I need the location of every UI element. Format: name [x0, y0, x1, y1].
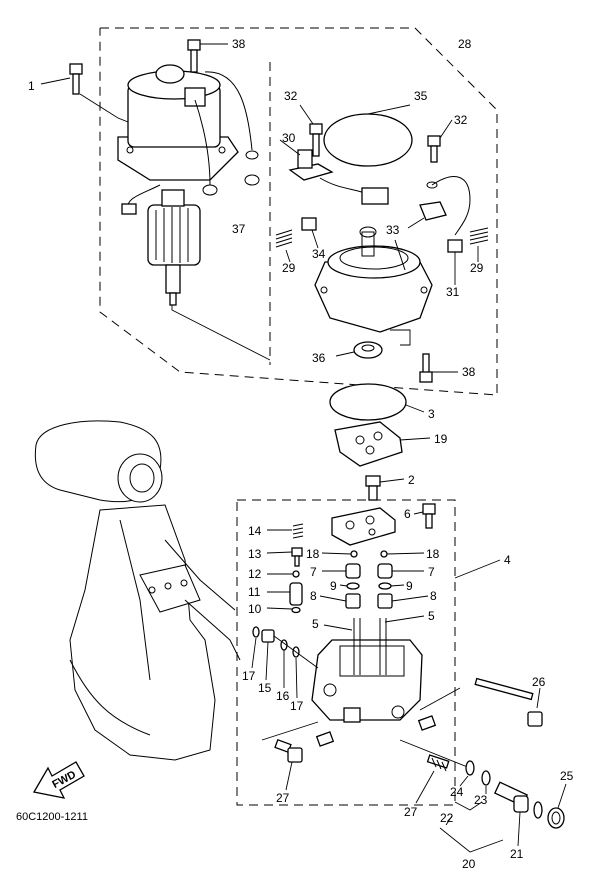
callout-22: 22	[440, 811, 454, 825]
callout-28: 28	[458, 37, 472, 51]
bolt-part-38-bottom	[419, 353, 433, 383]
callout-36: 36	[312, 351, 326, 365]
shuttle-piston-part-8-left	[345, 593, 361, 609]
brush-part-33	[419, 201, 447, 221]
gear-plate-part-19	[334, 421, 403, 467]
o-ring-part-18-right	[380, 550, 388, 558]
callout-30: 30	[282, 131, 296, 145]
callout-5-left: 5	[312, 617, 319, 631]
callout-4: 4	[504, 553, 511, 567]
o-ring-part-35	[323, 113, 413, 167]
callout-38-top: 38	[232, 37, 246, 51]
bolt-part-1	[69, 63, 83, 95]
o-ring-part-24	[465, 760, 475, 776]
callout-16: 16	[276, 689, 290, 703]
brush-part-34	[301, 217, 317, 231]
callout-31: 31	[446, 285, 460, 299]
callout-34: 34	[312, 247, 326, 261]
callout-5-right: 5	[428, 609, 435, 623]
figure-code: 60C1200-1211	[16, 811, 88, 823]
armature	[147, 189, 201, 306]
callout-38-bottom: 38	[462, 365, 476, 379]
spacer-part-36	[353, 341, 383, 359]
callout-8-right: 8	[430, 589, 437, 603]
callout-9-right: 9	[406, 579, 413, 593]
bolt-part-27-left	[274, 739, 303, 763]
valve-part-11	[289, 582, 303, 606]
adapter-part-15	[261, 629, 275, 643]
shuttle-valve-part-7-left	[345, 563, 361, 579]
callout-27-left: 27	[276, 791, 290, 805]
spring-part-29-left	[275, 229, 293, 248]
backup-ring-part-23	[481, 770, 491, 786]
callout-18-left: 18	[306, 547, 320, 561]
fwd-direction-arrow: FWD	[32, 761, 85, 799]
o-ring-part-17-left	[252, 626, 260, 638]
shuttle-piston-part-8-right	[377, 593, 393, 609]
callout-21: 21	[510, 847, 524, 861]
brush-assembly	[319, 176, 471, 236]
callout-27-right: 27	[404, 805, 418, 819]
callout-26: 26	[532, 675, 546, 689]
brush-part-31	[447, 239, 463, 253]
screw-part-32-right	[427, 135, 441, 163]
bolt-part-26	[474, 677, 543, 727]
motor-base	[314, 226, 433, 333]
callout-12: 12	[248, 567, 262, 581]
callout-7-right: 7	[428, 565, 435, 579]
callout-14: 14	[248, 524, 262, 538]
spring-part-14	[292, 523, 304, 539]
shuttle-valve-part-7-right	[377, 563, 393, 579]
callout-11: 11	[248, 585, 261, 599]
motor-group-outline	[99, 27, 498, 396]
o-ring-part-9-left	[346, 582, 360, 590]
callout-29-right: 29	[470, 261, 484, 275]
o-ring-part-18-left	[350, 550, 358, 558]
callout-19: 19	[434, 432, 448, 446]
callout-29-left: 29	[282, 261, 296, 275]
callout-2: 2	[408, 473, 415, 487]
callout-33: 33	[386, 223, 400, 237]
callout-23: 23	[474, 793, 488, 807]
callout-8-left: 8	[310, 589, 317, 603]
callout-15: 15	[258, 681, 272, 695]
screw-part-32-left	[309, 123, 323, 157]
o-ring-part-25	[547, 807, 565, 829]
callout-17-left: 17	[242, 669, 256, 683]
pin-part-13	[291, 547, 303, 567]
callout-32-left: 32	[284, 89, 298, 103]
bolt-part-27-right	[426, 754, 450, 772]
pump-body	[311, 618, 437, 747]
filter-part-2	[365, 475, 381, 501]
o-ring-part-3	[329, 383, 407, 421]
valve-part-21	[494, 781, 543, 819]
callout-7-left: 7	[310, 565, 317, 579]
bolt-part-38-top	[187, 39, 201, 73]
callout-3: 3	[428, 407, 435, 421]
callout-20: 20	[462, 857, 476, 871]
callout-18-right: 18	[426, 547, 440, 561]
callout-1: 1	[28, 79, 35, 93]
pump-top-plate	[331, 507, 396, 546]
o-ring-part-10	[291, 606, 301, 614]
callout-37: 37	[232, 222, 246, 236]
screw-part-6	[422, 503, 436, 529]
electric-motor-housing	[117, 64, 260, 215]
callout-9-left: 9	[330, 579, 337, 593]
callout-13: 13	[248, 547, 262, 561]
o-ring-part-9-right	[378, 582, 392, 590]
tilt-cylinder-ghost	[34, 420, 241, 761]
callout-32-right: 32	[454, 113, 468, 127]
ball-part-12	[292, 570, 300, 578]
callout-6: 6	[404, 507, 411, 521]
brush-holder-part-30	[288, 149, 334, 181]
callout-17-right: 17	[290, 699, 304, 713]
callout-25: 25	[560, 769, 574, 783]
spring-part-29-right	[469, 227, 489, 245]
pump-group-outline	[236, 499, 456, 806]
callout-35: 35	[414, 89, 428, 103]
callout-10: 10	[248, 602, 262, 616]
callout-24: 24	[450, 785, 464, 799]
